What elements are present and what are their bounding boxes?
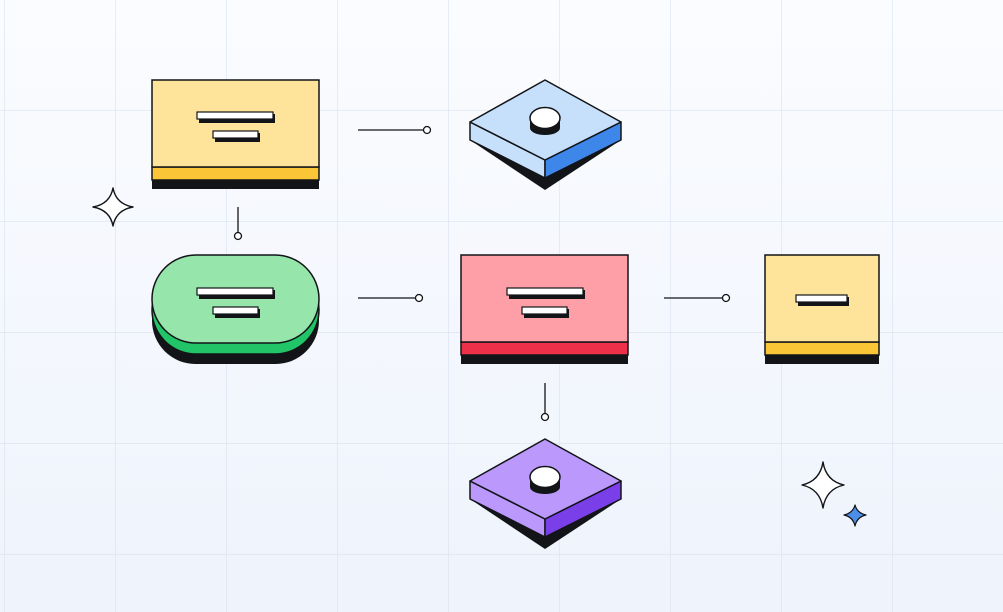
node-band bbox=[764, 341, 880, 356]
decision-node-bottom[interactable] bbox=[469, 438, 622, 549]
decision-node-top[interactable] bbox=[469, 79, 622, 190]
node-band bbox=[460, 341, 629, 356]
node-shadow bbox=[470, 499, 621, 549]
process-node-right[interactable] bbox=[764, 254, 880, 364]
node-shadow bbox=[765, 354, 879, 364]
text-line-placeholder bbox=[521, 306, 569, 318]
node-shadow bbox=[461, 354, 628, 364]
node-band bbox=[151, 166, 320, 181]
node-shadow bbox=[152, 179, 319, 189]
connector-terminal-to-center bbox=[358, 293, 424, 303]
connector-top-left-to-decision-top bbox=[358, 125, 432, 135]
circle-marker bbox=[529, 465, 561, 494]
process-node-top-left[interactable] bbox=[151, 79, 320, 189]
node-shadow bbox=[470, 140, 621, 190]
node-body bbox=[151, 79, 320, 168]
connector-center-to-right bbox=[664, 293, 731, 303]
text-line-placeholder bbox=[212, 130, 260, 142]
text-line-placeholder bbox=[196, 111, 275, 123]
terminal-node-left[interactable] bbox=[151, 254, 320, 364]
text-line-placeholder bbox=[506, 287, 585, 299]
connector-center-to-decision-bottom bbox=[540, 383, 550, 422]
process-node-center[interactable] bbox=[460, 254, 629, 364]
circle-marker bbox=[529, 106, 561, 135]
text-line-placeholder bbox=[212, 306, 260, 318]
sparkle-icon bbox=[92, 187, 134, 227]
text-line-placeholder bbox=[795, 294, 849, 306]
sparkle-icon bbox=[801, 461, 845, 509]
text-line-placeholder bbox=[196, 287, 275, 299]
connector-top-left-to-terminal bbox=[233, 207, 243, 241]
sparkle-icon bbox=[843, 504, 867, 527]
